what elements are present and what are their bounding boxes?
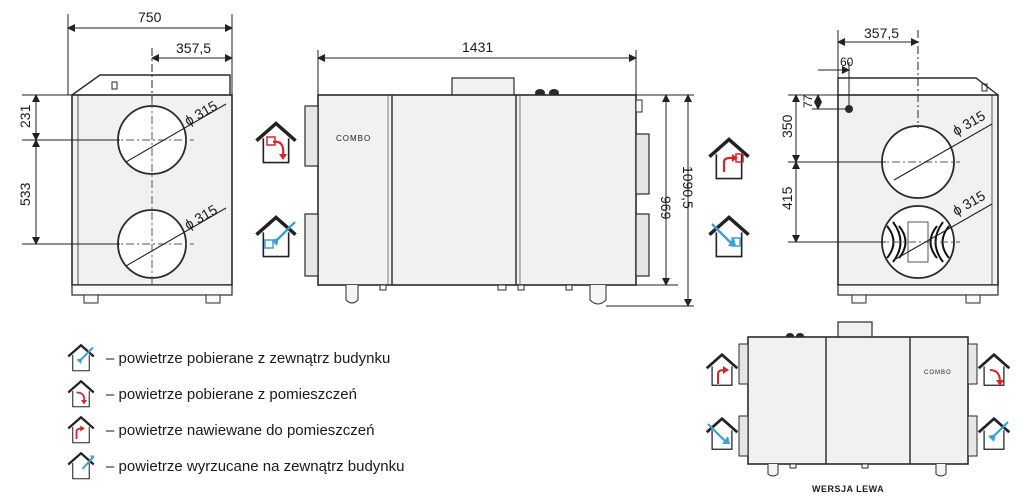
dim-right-offset: 357,5 — [864, 25, 899, 41]
dim-front-offset: 357,5 — [176, 40, 211, 56]
left-version-brand-label: COMBO — [924, 370, 952, 376]
left-version-caption: WERSJA LEWA — [812, 484, 885, 494]
legend-text: – powietrze pobierane z zewnątrz budynku — [106, 349, 391, 367]
right-view — [837, 77, 999, 304]
legend-item-room-extract: – powietrze pobierane z pomieszczeń — [66, 376, 405, 412]
dim-right-top: 350 — [779, 114, 795, 138]
lv-outdoor-intake-icon — [977, 417, 1011, 451]
side-dimensions — [317, 50, 694, 307]
legend-text: – powietrze nawiewane do pomieszczeń — [106, 421, 375, 439]
legend-text: – powietrze pobierane z pomieszczeń — [106, 385, 357, 403]
front-room-extract-icon — [254, 121, 298, 165]
lv-room-supply-icon — [705, 353, 739, 387]
legend-item-outdoor-intake: – powietrze pobierane z zewnątrz budynku — [66, 340, 405, 376]
dim-front-width: 750 — [138, 9, 162, 25]
dim-side-length: 1431 — [462, 39, 493, 55]
lv-exhaust-icon — [705, 417, 739, 451]
side-exhaust-icon — [707, 215, 751, 259]
dim-right-spacing: 415 — [779, 186, 795, 210]
legend-item-exhaust: – powietrze wyrzucane na zewnątrz budynk… — [66, 448, 405, 484]
side-room-supply-icon — [707, 137, 751, 181]
side-brand-label: COMBO — [336, 134, 371, 143]
front-view — [71, 74, 233, 304]
lv-room-extract-icon — [977, 353, 1011, 387]
dim-front-spacing: 533 — [17, 182, 33, 206]
room-extract-icon — [66, 379, 96, 409]
legend-item-room-supply: – powietrze nawiewane do pomieszczeń — [66, 412, 405, 448]
side-view — [304, 77, 650, 305]
front-outdoor-intake-icon — [254, 215, 298, 259]
exhaust-icon — [66, 451, 96, 481]
dim-right-small: 60 — [840, 55, 854, 69]
legend: – powietrze pobierane z zewnątrz budynku… — [66, 340, 405, 484]
room-supply-icon — [66, 415, 96, 445]
dim-front-top: 231 — [17, 104, 33, 128]
dim-right-tiny: 77 — [801, 94, 815, 108]
right-dimensions — [788, 30, 919, 243]
front-dimensions — [22, 14, 233, 245]
left-version-view — [738, 321, 978, 477]
outdoor-intake-icon — [66, 343, 96, 373]
dim-side-height-total: 1090,5 — [680, 166, 696, 209]
dim-side-height-inner: 969 — [658, 196, 674, 220]
legend-text: – powietrze wyrzucane na zewnątrz budynk… — [106, 457, 405, 475]
